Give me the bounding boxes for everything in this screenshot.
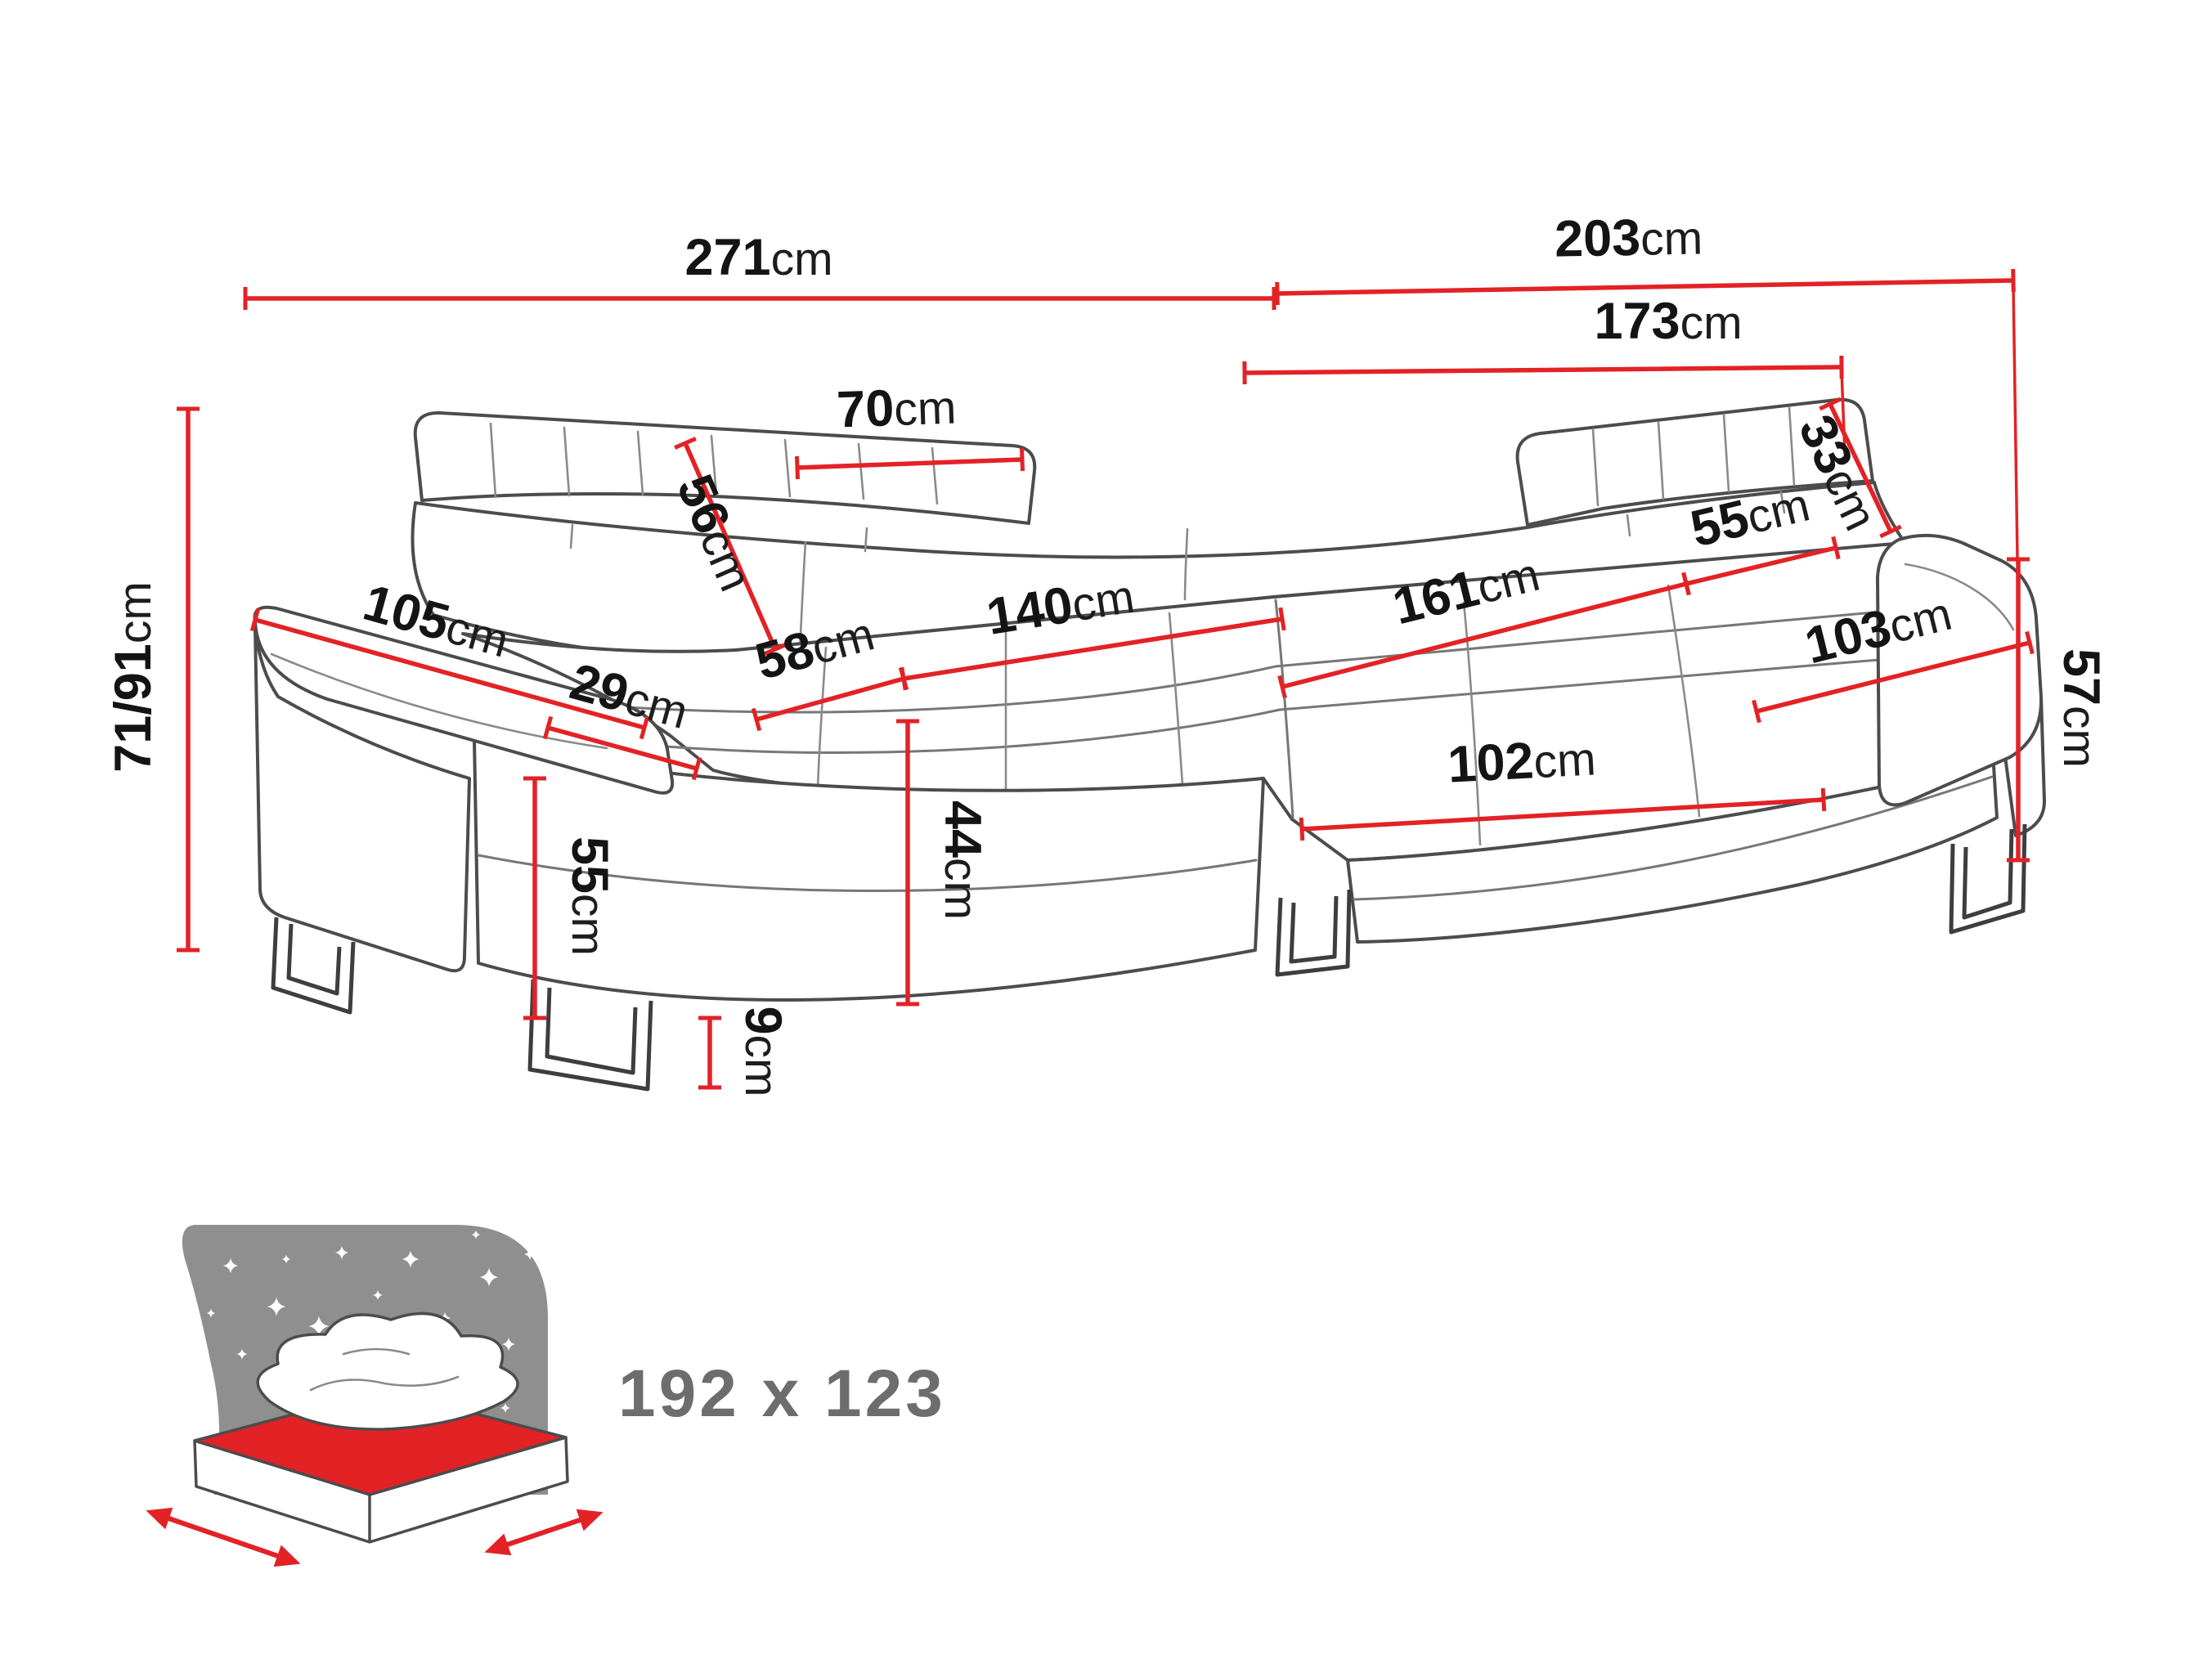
- dim-headrest-width: 70cm: [794, 377, 1025, 480]
- dim-leg-height-label: 9cm: [734, 1006, 792, 1096]
- dim-back-depth-label: 173cm: [1594, 293, 1742, 350]
- front-base-chaise: [1346, 738, 1999, 944]
- dim-seat-width-label: 140cm: [983, 567, 1138, 646]
- dim-total-width-label: 271cm: [684, 229, 832, 286]
- dim-chaise-length-label: 102cm: [1447, 729, 1598, 793]
- sofa-legs: [271, 823, 2027, 1092]
- dim-seat-height-label: 44cm: [934, 800, 991, 920]
- dim-headrest-width-label: 70cm: [836, 377, 957, 438]
- sleeping-area-label: 192 x 123: [618, 1356, 946, 1431]
- dim-base-height-label: 55cm: [561, 836, 618, 956]
- duvet: [256, 1312, 519, 1431]
- dim-leg-height: 9cm: [698, 1006, 792, 1097]
- dim-side-height: 57cm: [2007, 557, 2110, 863]
- dim-overall-height: 71/91cm: [105, 406, 200, 953]
- dim-total-depth: 203cm: [1275, 208, 2019, 558]
- dim-total-width: 271cm: [243, 229, 1276, 310]
- dim-base-height: 55cm: [523, 776, 618, 1020]
- dim-total-depth-label: 203cm: [1554, 208, 1703, 267]
- bed-width-arrow: [146, 1507, 301, 1567]
- dim-overall-height-label: 71/91cm: [105, 581, 162, 773]
- bed-icon: 192 x 123: [146, 1225, 946, 1567]
- right-headrest-tufting: [1591, 406, 1796, 507]
- dim-back-depth: 173cm: [1242, 293, 1846, 455]
- dim-seat-height: 44cm: [896, 719, 991, 1007]
- dim-chaise-length: 102cm: [1299, 729, 1827, 841]
- bed-depth-arrow: [484, 1509, 603, 1556]
- dim-seat-width: 140cm: [900, 567, 1286, 691]
- dim-side-height-label: 57cm: [2053, 648, 2110, 768]
